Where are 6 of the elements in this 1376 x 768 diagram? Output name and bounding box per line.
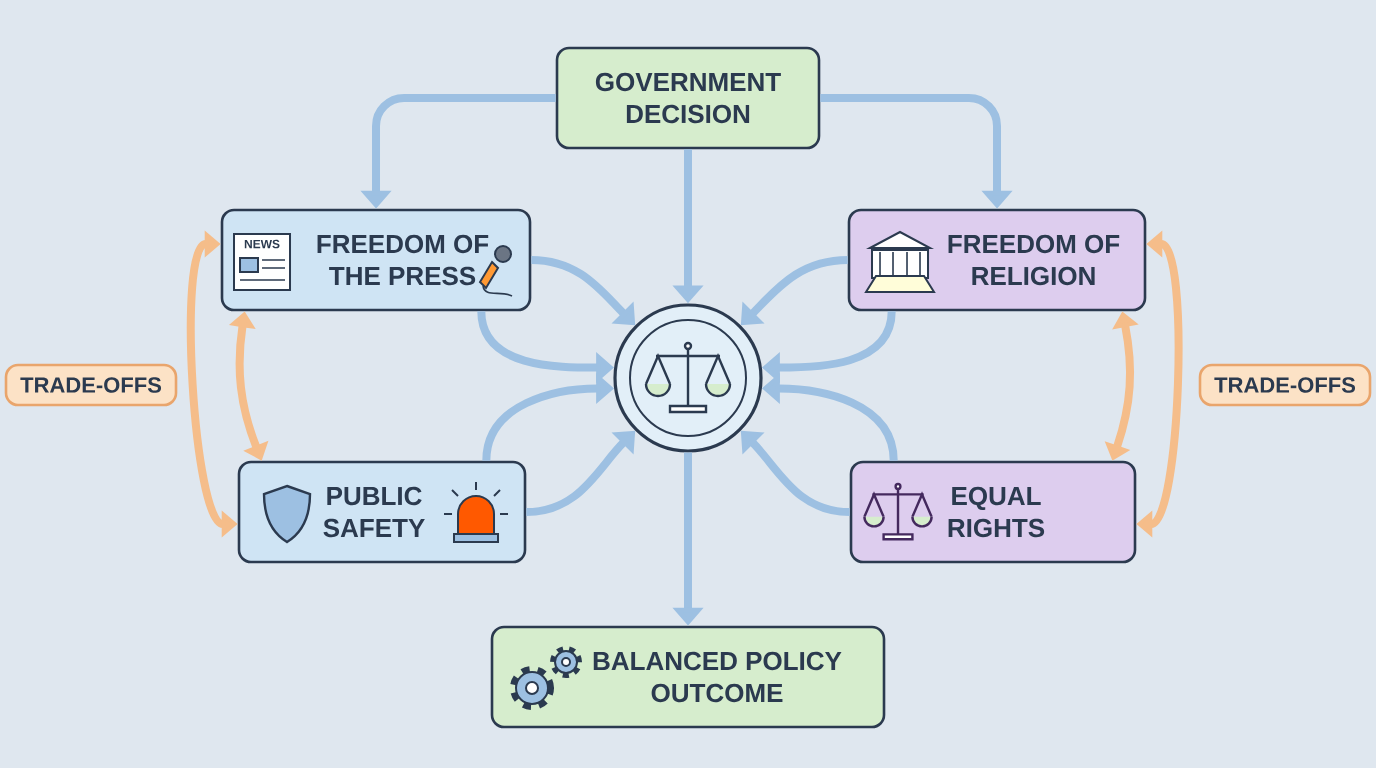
trade-offs-label: TRADE-OFFS bbox=[4, 363, 178, 407]
decision-box: GOVERNMENT DECISION bbox=[555, 46, 821, 150]
masthead-text: NEWS bbox=[244, 239, 280, 249]
value-box: EQUAL RIGHTS bbox=[849, 460, 1137, 564]
outcome-box: BALANCED POLICY OUTCOME bbox=[490, 625, 886, 729]
trade-offs-label: TRADE-OFFS bbox=[1198, 363, 1372, 407]
